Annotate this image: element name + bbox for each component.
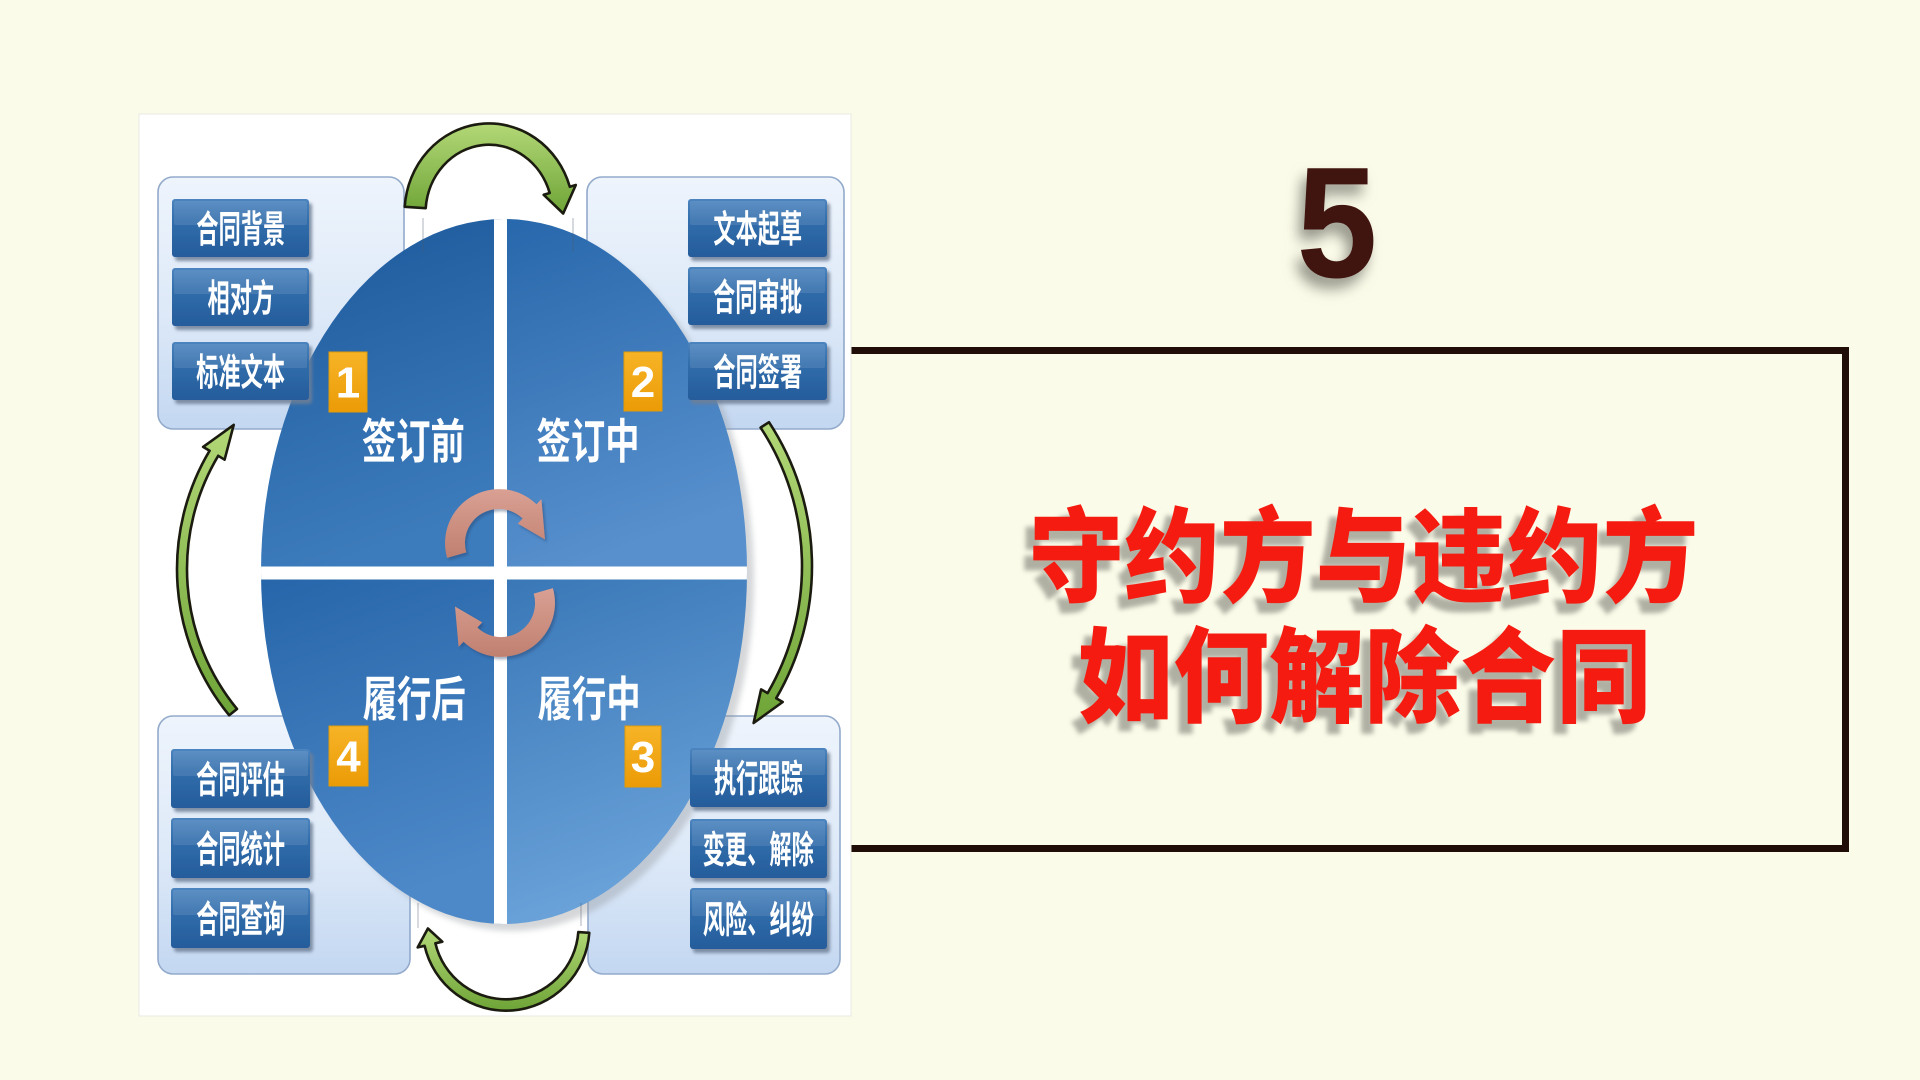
svg-text:5: 5 — [1297, 135, 1378, 311]
svg-text:2: 2 — [631, 358, 655, 407]
svg-text:3: 3 — [631, 733, 655, 782]
svg-text:4: 4 — [336, 733, 361, 782]
svg-text:1: 1 — [336, 359, 360, 408]
